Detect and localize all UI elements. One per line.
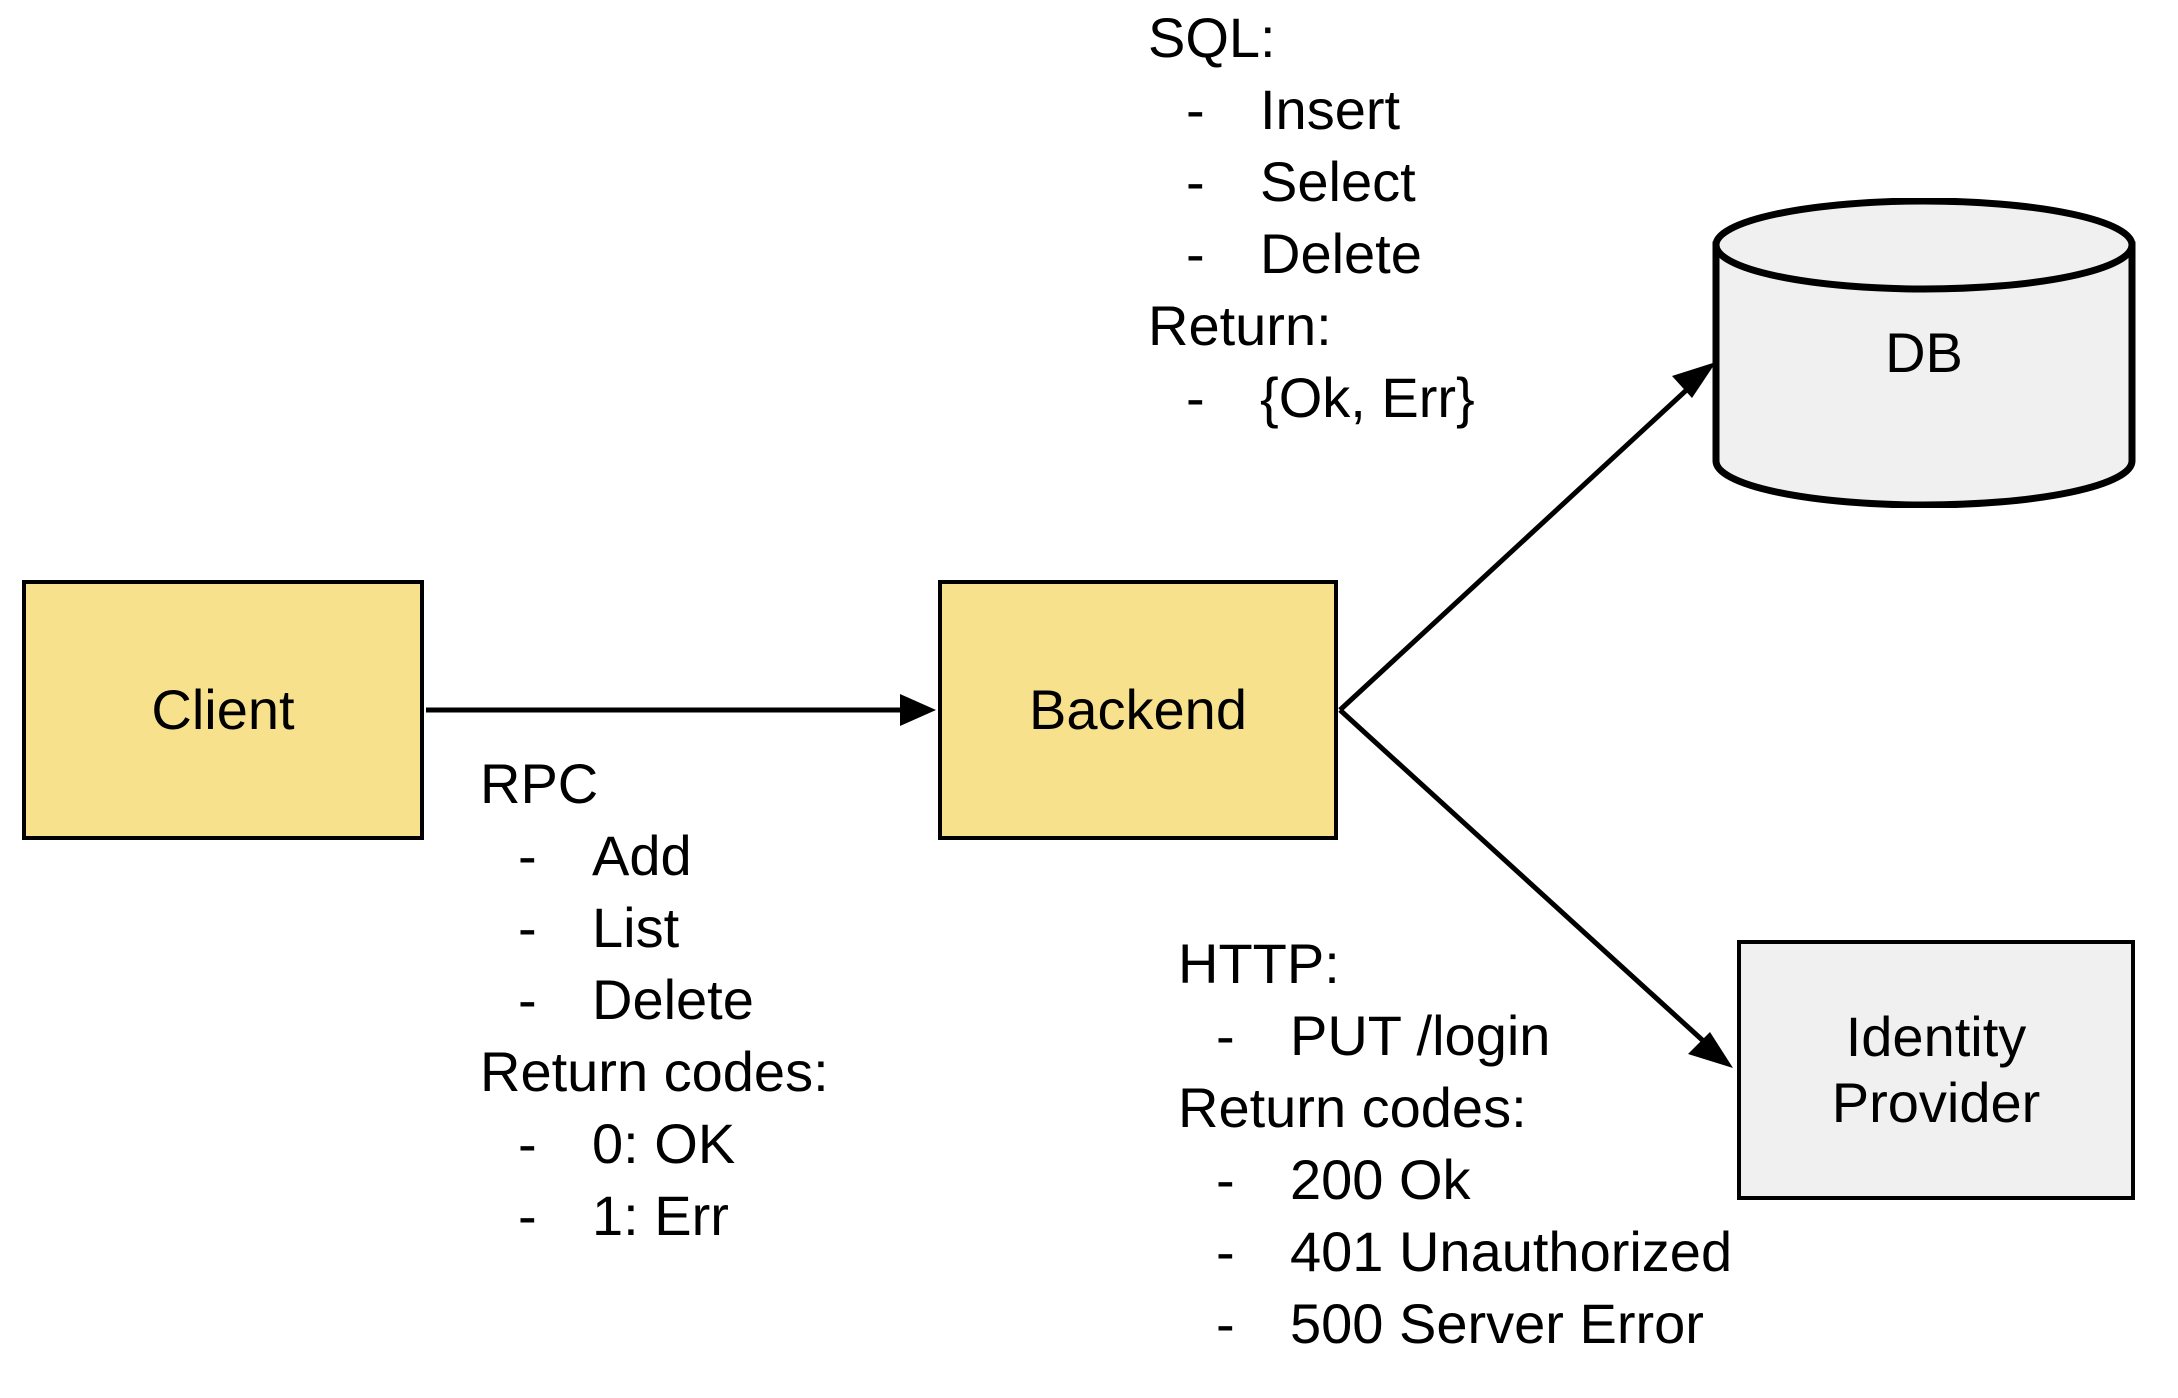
rpc-item-label: List [592, 896, 680, 959]
rpc-heading: RPC [480, 752, 599, 815]
node-db-label: DB [1885, 320, 1963, 384]
bullet-dash: - [518, 968, 537, 1031]
rpc-return-item: - 0: OK [480, 1108, 829, 1180]
sql-item-label: Delete [1260, 222, 1422, 285]
rpc-item-label: Add [592, 824, 692, 887]
sql-item: - Select [1148, 146, 1475, 218]
http-return-item: - 200 Ok [1178, 1144, 1732, 1216]
http-return-label: 401 Unauthorized [1290, 1220, 1733, 1283]
bullet-dash: - [1186, 78, 1205, 141]
bullet-dash: - [518, 1112, 537, 1175]
bullet-dash: - [518, 896, 537, 959]
bullet-dash: - [1216, 1148, 1235, 1211]
http-returns-heading: Return codes: [1178, 1076, 1527, 1139]
bullet-dash: - [1186, 150, 1205, 213]
node-client[interactable]: Client [22, 580, 424, 840]
annotation-rpc: RPC - Add - List - Delete Return codes: … [480, 748, 829, 1252]
sql-return-label: {Ok, Err} [1260, 366, 1475, 429]
http-item: - PUT /login [1178, 1000, 1732, 1072]
http-return-label: 500 Server Error [1290, 1292, 1704, 1355]
sql-return-item: - {Ok, Err} [1148, 362, 1475, 434]
http-heading: HTTP: [1178, 932, 1340, 995]
bullet-dash: - [1216, 1292, 1235, 1355]
http-item-label: PUT /login [1290, 1004, 1551, 1067]
rpc-item: - List [480, 892, 829, 964]
sql-item-label: Insert [1260, 78, 1401, 141]
sql-item: - Delete [1148, 218, 1475, 290]
node-identity-provider[interactable]: Identity Provider [1737, 940, 2135, 1200]
annotation-sql: SQL: - Insert - Select - Delete Return: … [1148, 2, 1475, 434]
http-return-item: - 401 Unauthorized [1178, 1216, 1732, 1288]
bullet-dash: - [518, 824, 537, 887]
node-identity-provider-label: Identity Provider [1831, 1004, 2041, 1134]
node-db[interactable]: DB [1712, 198, 2136, 508]
node-backend[interactable]: Backend [938, 580, 1338, 840]
sql-item: - Insert [1148, 74, 1475, 146]
bullet-dash: - [518, 1184, 537, 1247]
edge-client-to-backend [426, 694, 936, 726]
bullet-dash: - [1216, 1004, 1235, 1067]
sql-heading: SQL: [1148, 6, 1276, 69]
rpc-return-label: 1: Err [592, 1184, 729, 1247]
bullet-dash: - [1186, 222, 1205, 285]
rpc-item: - Add [480, 820, 829, 892]
sql-returns-heading: Return: [1148, 294, 1332, 357]
bullet-dash: - [1216, 1220, 1235, 1283]
http-return-item: - 500 Server Error [1178, 1288, 1732, 1360]
cylinder-icon [1712, 198, 2136, 508]
rpc-returns-heading: Return codes: [480, 1040, 829, 1103]
rpc-item-label: Delete [592, 968, 754, 1031]
rpc-item: - Delete [480, 964, 829, 1036]
sql-item-label: Select [1260, 150, 1416, 213]
bullet-dash: - [1186, 366, 1205, 429]
rpc-return-label: 0: OK [592, 1112, 736, 1175]
node-client-label: Client [151, 677, 295, 741]
rpc-return-item: - 1: Err [480, 1180, 829, 1252]
node-backend-label: Backend [1029, 677, 1247, 741]
annotation-http: HTTP: - PUT /login Return codes: - 200 O… [1178, 928, 1732, 1360]
http-return-label: 200 Ok [1290, 1148, 1471, 1211]
